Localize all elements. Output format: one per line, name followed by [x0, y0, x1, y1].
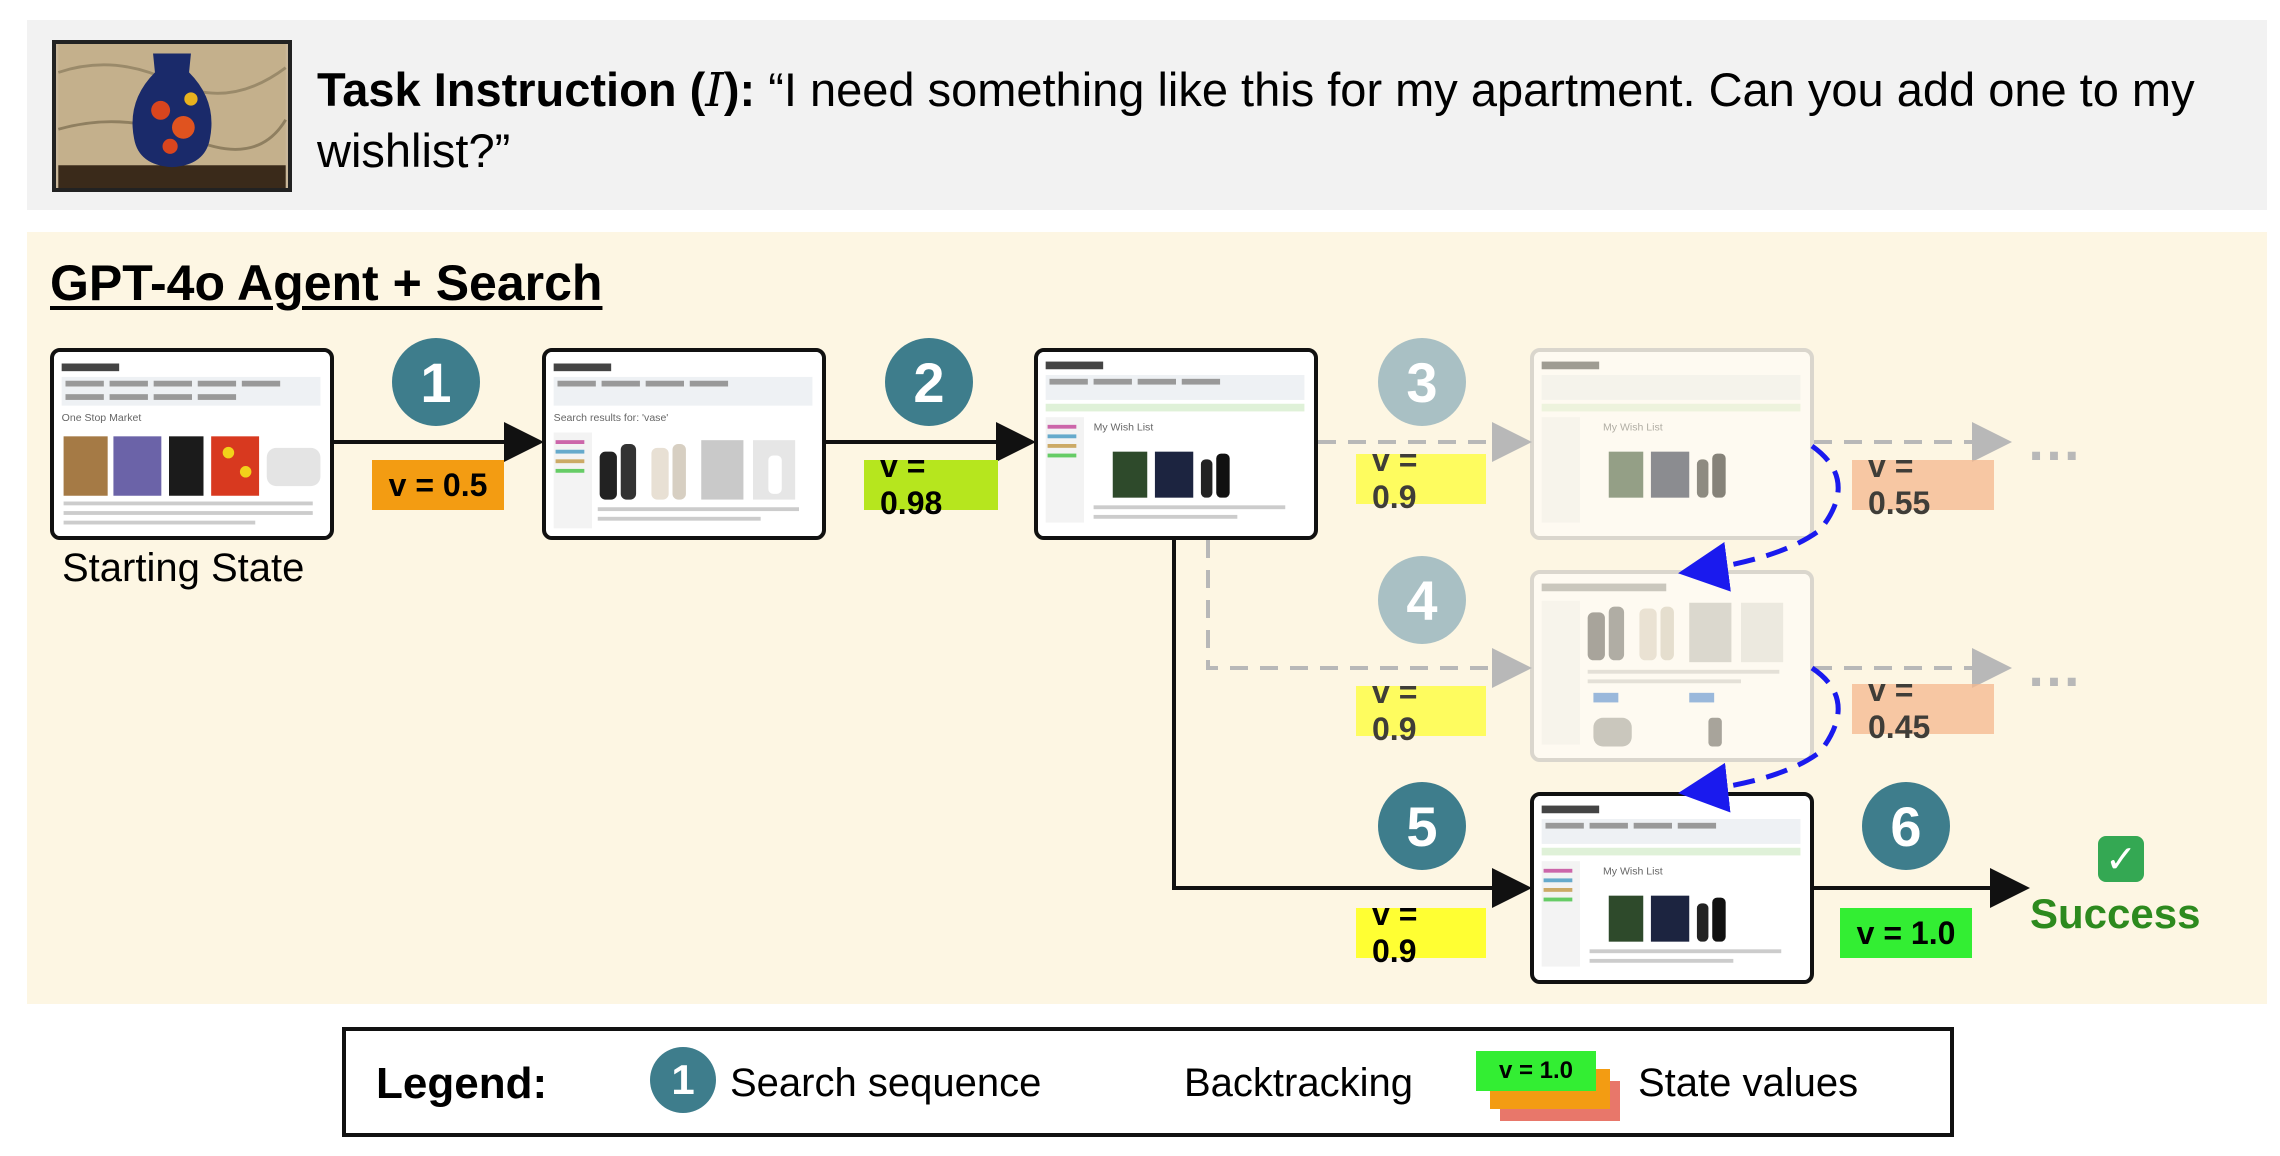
panel-title: GPT-4o Agent + Search: [50, 255, 603, 311]
starting-state-caption: Starting State: [62, 546, 305, 590]
value-badge-1: v = 0.5: [372, 460, 504, 510]
step-6: 6: [1862, 782, 1950, 870]
step-4: 4: [1378, 556, 1466, 644]
legend: Legend: 1 Search sequence Backtracking v…: [342, 1027, 1954, 1137]
ellipsis-branch-3: …: [2026, 409, 2088, 472]
screenshot-search-branch-4: [1530, 570, 1814, 762]
value-badge-3-next: v = 0.55: [1852, 448, 1994, 521]
success-check-icon: ✓: [2098, 836, 2144, 882]
value-badge-3: v = 0.9: [1356, 442, 1486, 515]
step-5: 5: [1378, 782, 1466, 870]
screenshot-wishlist-final: My Wish List: [1530, 792, 1814, 984]
success-label: Success: [2030, 890, 2201, 937]
legend-state-values-label: State values: [1638, 1061, 1859, 1105]
legend-backtracking-label: Backtracking: [1184, 1061, 1413, 1105]
value-badge-6: v = 1.0: [1840, 908, 1972, 958]
step-2: 2: [885, 338, 973, 426]
legend-swatch-green: v = 1.0: [1476, 1051, 1596, 1091]
screenshot-wishlist: My Wish List: [1034, 348, 1318, 540]
screenshot-search-results: Search results for: 'vase': [542, 348, 826, 540]
value-badge-2: v = 0.98: [864, 448, 998, 521]
vase-photo: [52, 40, 292, 192]
svg-text:My Wish List: My Wish List: [1603, 866, 1663, 878]
value-badge-5: v = 0.9: [1356, 896, 1486, 969]
svg-text:My Wish List: My Wish List: [1094, 422, 1154, 434]
legend-state-values-icon: v = 1.0: [1476, 1051, 1620, 1121]
svg-text:One Stop Market: One Stop Market: [62, 412, 142, 424]
step-1: 1: [392, 338, 480, 426]
ellipsis-branch-4: …: [2026, 635, 2088, 698]
screenshot-wishlist-branch-3: My Wish List: [1530, 348, 1814, 540]
svg-text:My Wish List: My Wish List: [1603, 422, 1663, 434]
screenshot-starting-state: One Stop Market: [50, 348, 334, 540]
legend-search-label: Search sequence: [730, 1061, 1042, 1105]
legend-step-icon: 1: [650, 1047, 716, 1113]
task-instruction-bar: Task Instruction (I): “I need something …: [27, 20, 2267, 210]
svg-text:Search results for: 'vase': Search results for: 'vase': [554, 412, 669, 424]
task-instruction-text: Task Instruction (I): “I need something …: [317, 63, 2195, 177]
value-badge-4-next: v = 0.45: [1852, 672, 1994, 745]
value-badge-4: v = 0.9: [1356, 674, 1486, 747]
step-3: 3: [1378, 338, 1466, 426]
legend-title: Legend:: [376, 1059, 548, 1108]
